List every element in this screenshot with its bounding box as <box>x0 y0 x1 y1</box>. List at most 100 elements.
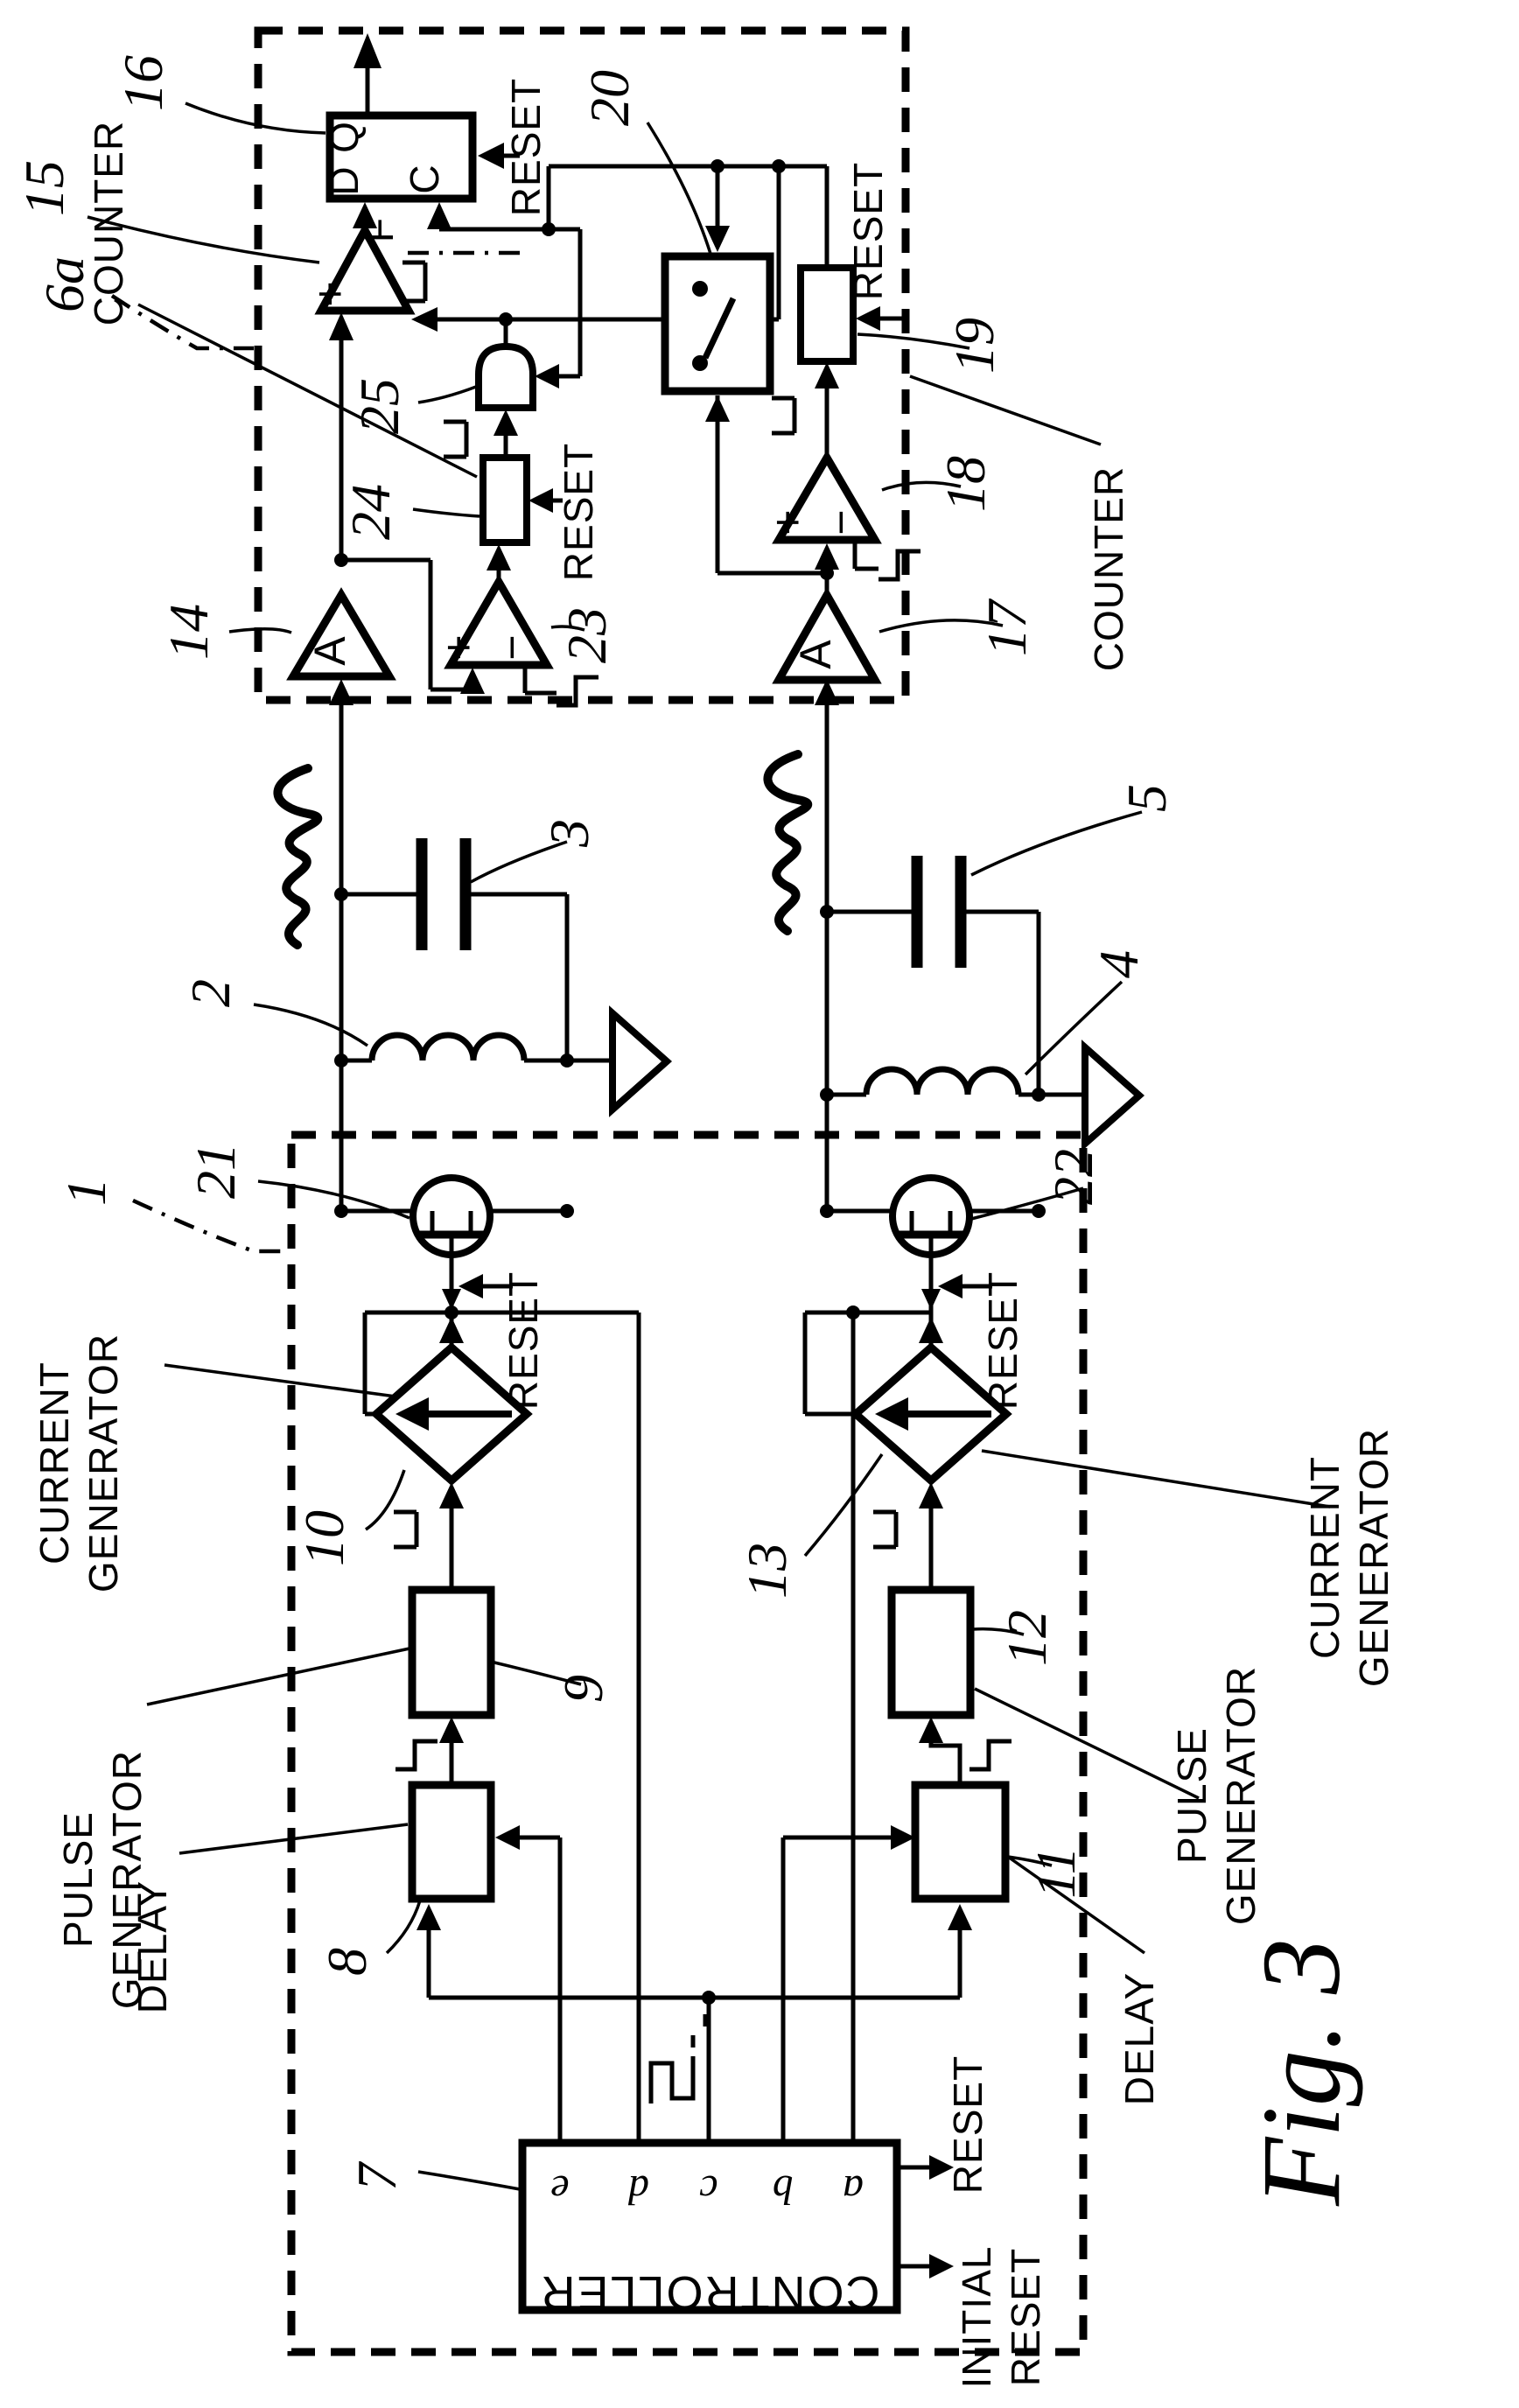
amp17-gain-label: A <box>791 640 840 669</box>
pulse-generator-left-line1: PULSE <box>55 1811 101 1948</box>
ref-4: 4 <box>1088 950 1150 978</box>
figure-caption: Fig. 3 <box>1239 1938 1363 2207</box>
ref-20: 20 <box>578 70 640 126</box>
reset-output-label: RESET <box>945 2055 990 2194</box>
counter-19: RESET <box>797 162 903 365</box>
inductor-4-coil <box>863 1066 1022 1096</box>
controller-port-b: b <box>773 2166 794 2213</box>
comparator-23: + − <box>341 544 598 708</box>
controller-port-e: e <box>550 2166 569 2213</box>
reset-label-24: RESET <box>556 443 601 581</box>
comparator18-minus: − <box>816 509 865 535</box>
counter-label-right: COUNTER <box>1086 466 1131 671</box>
controller-7: e d c b a CONTROLLER <box>518 2138 901 2319</box>
ref-3: 3 <box>538 819 600 848</box>
reference-numerals: 16 15 25 24 14 23 6a 20 19 18 17 2 3 5 4… <box>13 55 1178 2191</box>
comparator23-minus: − <box>487 634 536 660</box>
ref-16: 16 <box>112 55 174 111</box>
controller-port-d: d <box>627 2166 649 2213</box>
block-labels: COUNTER COUNTER CURRENT GENERATOR PULSE … <box>32 121 1396 2105</box>
transducer-triangle-1 <box>609 1005 673 1117</box>
reset-arrow-24: RESET <box>528 443 601 581</box>
pulse-generator-right-line2: GENERATOR <box>1218 1666 1264 1925</box>
transducer-triangle-2 <box>1082 1040 1145 1152</box>
flip-flop-16: Q D C <box>321 33 477 203</box>
current-generator-left-line2: GENERATOR <box>80 1334 126 1592</box>
delay-label-left: DELAY <box>130 1880 175 2013</box>
ref-10: 10 <box>293 1510 355 1566</box>
edge-step-icon <box>396 1739 438 1772</box>
controller-wiring <box>416 1312 972 2143</box>
reset-label-19: RESET <box>845 162 891 300</box>
counter-register-24 <box>444 410 530 546</box>
current-generator-13 <box>802 1306 1012 1590</box>
switch-20 <box>661 252 834 580</box>
edge-step-icon <box>970 1739 1012 1772</box>
comparator-18: + − <box>763 362 920 582</box>
reset-output: RESET <box>897 2055 990 2194</box>
amplifier-14: A <box>286 587 396 894</box>
pulse-generator-left-line2: GENERATOR <box>104 1750 150 2009</box>
pulse-icon <box>402 260 428 304</box>
comparator-15: + F <box>305 202 416 315</box>
ring-signal-squiggle-icon <box>763 750 813 935</box>
ff-input-label-f: F <box>356 218 402 242</box>
ref-21: 21 <box>185 1143 247 1199</box>
initial-reset-label-line2: RESET <box>1003 2248 1048 2386</box>
ref-12: 12 <box>996 1610 1058 1666</box>
ref-7: 7 <box>346 2160 408 2191</box>
delay-label-right: DELAY <box>1116 1972 1162 2105</box>
current-generator-right-line1: CURRENT <box>1302 1456 1348 1659</box>
ff-pin-c: C <box>402 164 447 193</box>
ref-15: 15 <box>13 160 75 216</box>
initial-reset-output: INITIAL RESET <box>897 2246 1048 2389</box>
resonant-circuit-1 <box>273 764 673 1211</box>
inductor-2-coil <box>368 1032 528 1061</box>
ref-8: 8 <box>316 1948 378 1976</box>
burst-waveform-icon <box>648 2056 696 2104</box>
ref-5: 5 <box>1116 784 1178 812</box>
amplifier-17: A <box>772 543 882 912</box>
counter-label-left: COUNTER <box>86 121 131 326</box>
delay-8-box <box>408 1781 495 1903</box>
burst-waveform-icon <box>690 2014 708 2048</box>
comparator23-plus: + <box>434 634 483 660</box>
reset-arrow-ff16: RESET <box>478 78 549 216</box>
transistor-21: RESET <box>334 1174 574 1410</box>
pulse-icon <box>394 1509 419 1550</box>
controller-label: CONTROLLER <box>539 2266 879 2319</box>
current-generator-left-line1: CURRENT <box>32 1362 77 1564</box>
pulse-icon <box>444 419 469 459</box>
ref-1: 1 <box>55 1178 117 1206</box>
current-generator-right-line2: GENERATOR <box>1351 1428 1396 1687</box>
reset-label-22: RESET <box>980 1271 1026 1410</box>
ff-pin-d: D <box>321 166 367 195</box>
ref-17: 17 <box>976 598 1038 656</box>
comparator15-plus: + <box>305 281 354 306</box>
ref-23: 23 <box>556 607 618 663</box>
initial-reset-label-line1: INITIAL <box>954 2246 999 2389</box>
ref-14: 14 <box>158 604 220 660</box>
ref-13: 13 <box>736 1543 798 1599</box>
amp14-gain-label: A <box>305 636 354 666</box>
delay-11-box <box>911 1781 1010 1903</box>
ref-6a: 6a <box>33 256 95 312</box>
ref-25: 25 <box>348 378 410 434</box>
resonant-circuit-2 <box>763 750 1145 1211</box>
reset-label-21: RESET <box>500 1271 546 1410</box>
pulse-icon <box>772 396 797 436</box>
and-gate-25 <box>475 312 536 411</box>
ref-24: 24 <box>340 484 402 540</box>
reset-label-ff16: RESET <box>503 78 549 216</box>
comparator18-plus: + <box>763 509 812 535</box>
pulse-generator-9-box <box>408 1586 495 1719</box>
threshold-step-icon <box>878 549 920 582</box>
pulse-icon <box>873 1509 899 1550</box>
ff-pin-q: Q <box>321 122 367 153</box>
controller-port-c: c <box>699 2166 718 2213</box>
ring-signal-squiggle-icon <box>273 764 323 949</box>
current-generator-10 <box>362 1306 639 1590</box>
ref-2: 2 <box>179 979 242 1007</box>
